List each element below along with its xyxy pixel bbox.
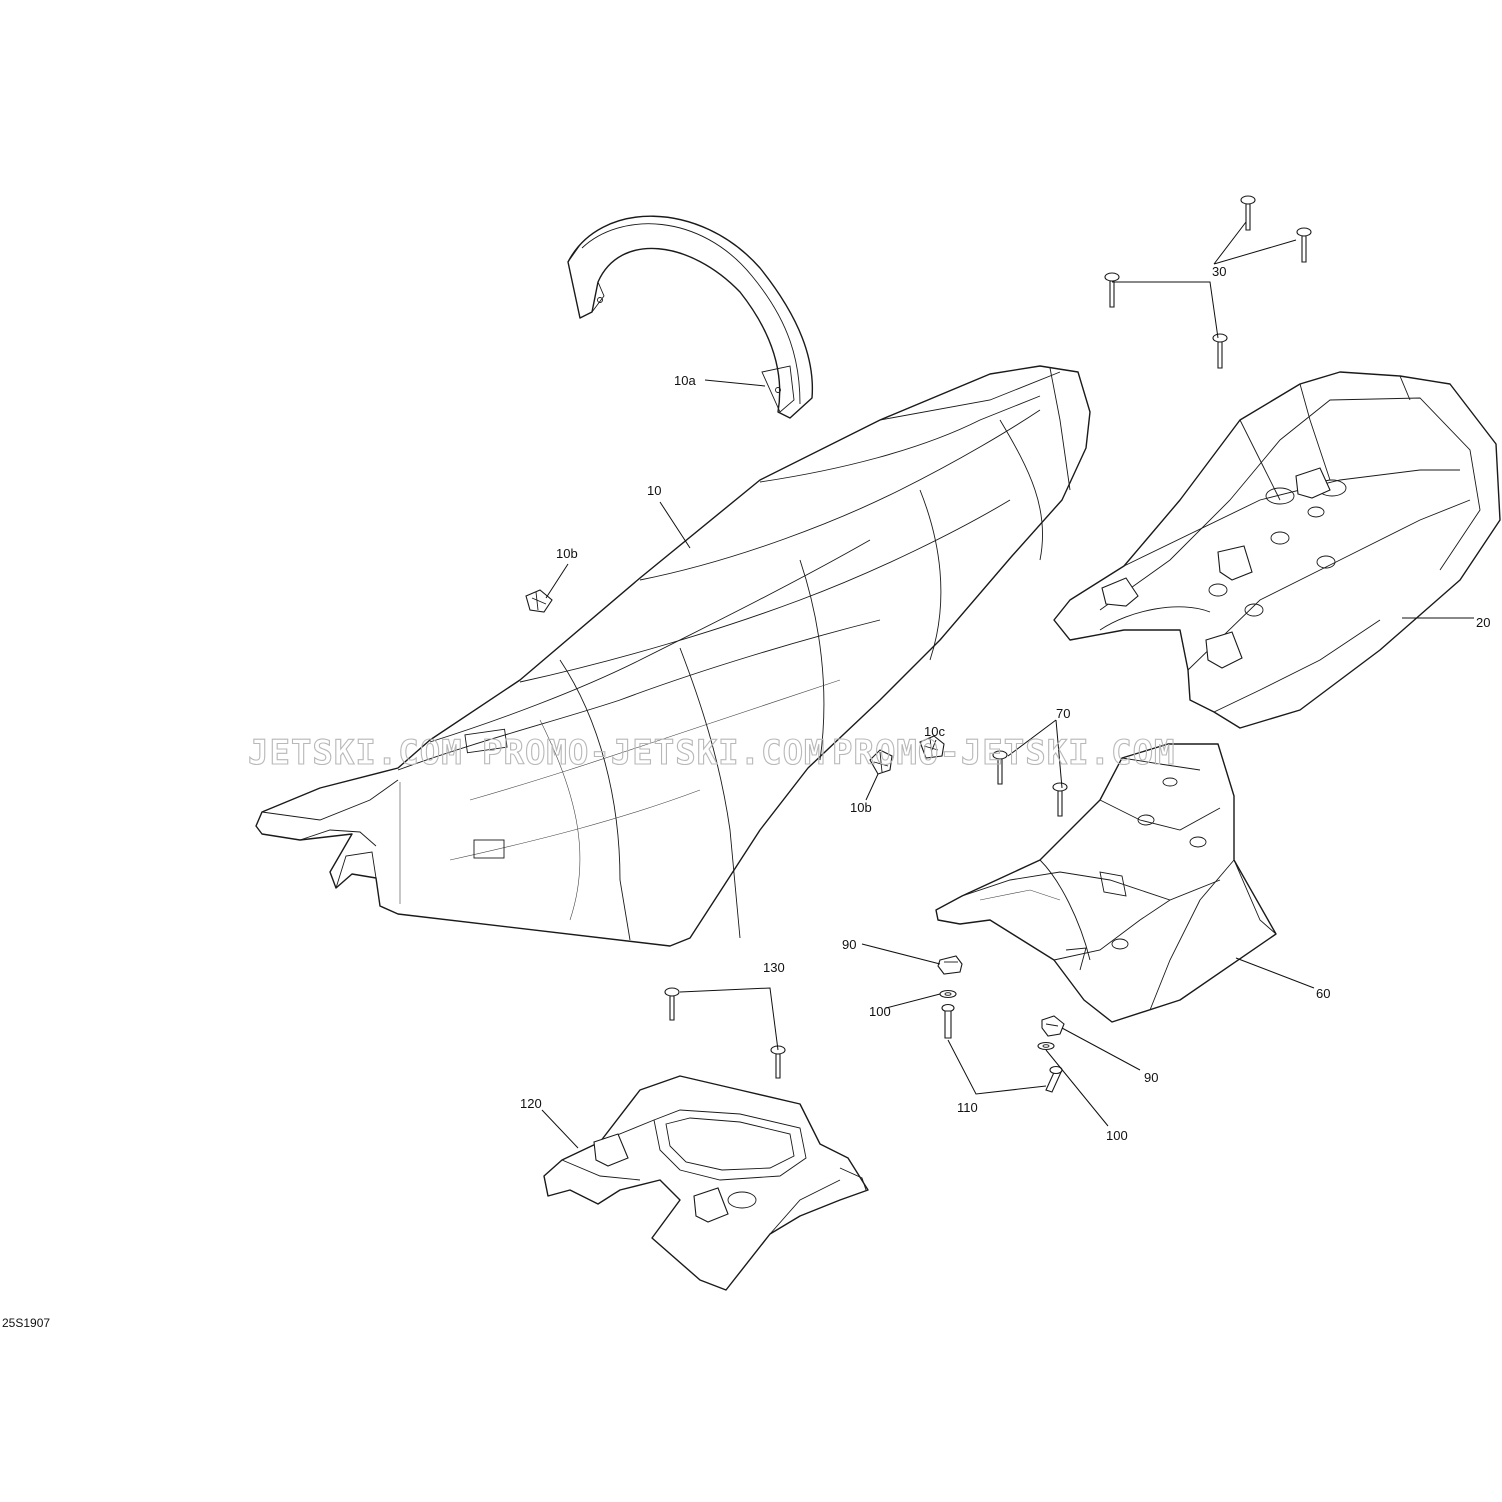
watermark-text: PROMO-JETSKI.COM: [482, 733, 826, 773]
nut-90-b[interactable]: [1041, 1015, 1065, 1037]
bolt-110-b[interactable]: [1045, 1065, 1063, 1093]
screw-30-c[interactable]: [1104, 272, 1120, 308]
screw-130-a[interactable]: [664, 987, 680, 1021]
callout-labels: 10a 10 10b 10c 10b 30 20 70 60 90 100 90…: [520, 264, 1490, 1143]
watermark-layer: JETSKI.COM PROMO-JETSKI.COM PROMO-JETSKI…: [247, 732, 1176, 773]
seat-strap-part[interactable]: [567, 215, 814, 419]
callout-30: 30: [1212, 264, 1226, 279]
callout-120: 120: [520, 1096, 542, 1111]
callout-100-a: 100: [869, 1004, 891, 1019]
seat-part[interactable]: [255, 365, 1091, 947]
drawing-number: 25S1907: [2, 1316, 51, 1330]
screw-30-a[interactable]: [1240, 195, 1256, 231]
callout-130: 130: [763, 960, 785, 975]
callout-20: 20: [1476, 615, 1490, 630]
screw-70-b[interactable]: [1052, 782, 1068, 817]
screw-70-a[interactable]: [992, 750, 1008, 785]
nut-90-a[interactable]: [937, 955, 963, 975]
screw-130-b[interactable]: [770, 1045, 786, 1079]
clip-fastener-10b-left[interactable]: [525, 589, 553, 613]
screw-30-d[interactable]: [1212, 333, 1228, 369]
leader-lines: [541, 221, 1474, 1149]
rear-support-part[interactable]: [935, 743, 1277, 1023]
watermark-text: JETSKI.COM: [248, 733, 463, 773]
callout-10: 10: [647, 483, 661, 498]
screw-30-b[interactable]: [1296, 227, 1312, 263]
seat-base-part[interactable]: [1053, 371, 1501, 729]
callout-100-b: 100: [1106, 1128, 1128, 1143]
washer-100-a[interactable]: [939, 989, 957, 999]
callout-90-a: 90: [842, 937, 856, 952]
callout-10b-left: 10b: [556, 546, 578, 561]
storage-tray-part[interactable]: [543, 1075, 869, 1291]
watermark-text: PROMO-JETSKI.COM: [832, 733, 1176, 773]
bolt-110-a[interactable]: [941, 1003, 955, 1039]
callout-10c: 10c: [924, 724, 945, 739]
callout-70: 70: [1056, 706, 1070, 721]
retainer-10c[interactable]: [919, 735, 945, 759]
washer-100-b[interactable]: [1037, 1041, 1055, 1051]
callout-10b-mid: 10b: [850, 800, 872, 815]
callout-60: 60: [1316, 986, 1330, 1001]
callout-90-b: 90: [1144, 1070, 1158, 1085]
clip-fastener-10b-mid[interactable]: [869, 749, 893, 775]
callout-110: 110: [957, 1100, 978, 1115]
callout-10a: 10a: [674, 373, 696, 388]
